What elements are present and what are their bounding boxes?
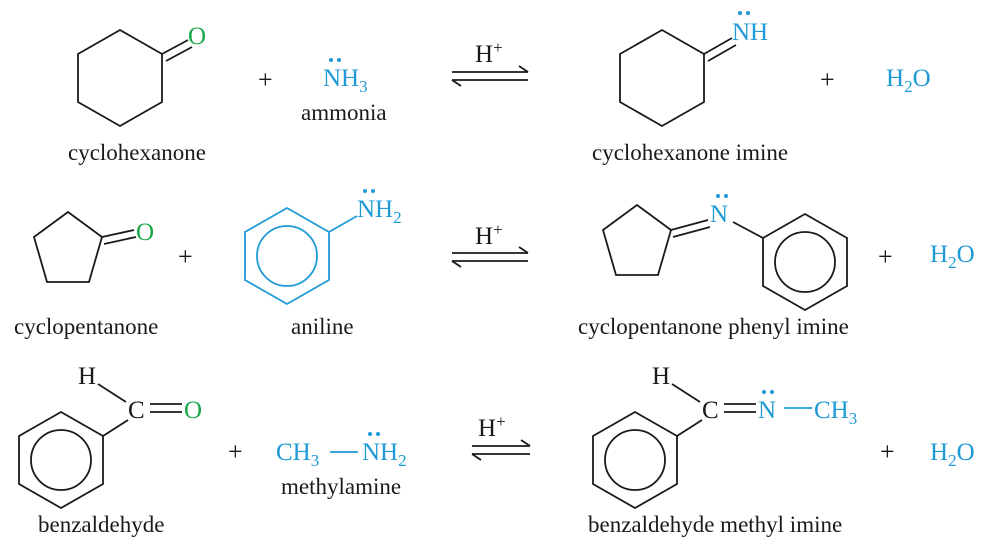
benzaldehyde-methyl-imine-label: benzaldehyde methyl imine <box>588 512 842 537</box>
aniline-structure: NH2 <box>244 189 402 306</box>
benzaldehyde-structure: H C O <box>18 363 202 510</box>
svg-text:NH2: NH2 <box>362 439 407 470</box>
methylamine-label: methylamine <box>281 474 401 499</box>
ammonia-label: ammonia <box>301 100 387 125</box>
cyclohexanone-label: cyclohexanone <box>68 140 206 165</box>
cyclopentanone-phenyl-imine-structure: N <box>601 194 848 312</box>
svg-text:H+: H+ <box>478 412 506 442</box>
oxygen-atom: O <box>184 397 202 424</box>
reaction-1: O cyclohexanone + NH3 ammonia H+ <box>68 11 931 165</box>
equilibrium-arrow: H+ <box>451 38 529 87</box>
svg-text:NH2: NH2 <box>357 196 402 227</box>
cyclohexanone-imine-structure: NH <box>619 11 768 128</box>
water-formula: H2O <box>886 65 931 96</box>
svg-text:H+: H+ <box>475 220 503 250</box>
benzaldehyde-methyl-imine-structure: H C N CH3 <box>592 363 857 510</box>
reaction-2: O cyclopentanone + NH2 aniline H+ <box>14 189 975 339</box>
oxygen-atom: O <box>188 23 206 50</box>
cyclopentanone-phenyl-imine-label: cyclopentanone phenyl imine <box>578 314 849 339</box>
benzaldehyde-label: benzaldehyde <box>38 512 164 537</box>
water-formula: H2O <box>930 439 975 470</box>
aniline-label: aniline <box>291 314 354 339</box>
svg-text:H+: H+ <box>475 38 503 68</box>
plus-sign: + <box>258 65 273 94</box>
reaction-3: H C O benzaldehyde + CH3 NH2 methylamine… <box>18 363 975 537</box>
svg-text:CH3: CH3 <box>276 439 319 470</box>
imine-n: N <box>758 397 776 424</box>
imine-nh: NH <box>732 19 768 46</box>
plus-sign: + <box>880 437 895 466</box>
cyclohexanone-imine-label: cyclohexanone imine <box>592 140 788 165</box>
plus-sign: + <box>820 65 835 94</box>
plus-sign: + <box>878 242 893 271</box>
svg-text:H: H <box>78 363 96 390</box>
plus-sign: + <box>228 437 243 466</box>
equilibrium-arrow: H+ <box>471 412 531 461</box>
ammonia-formula: NH3 <box>323 58 368 96</box>
imine-n: N <box>710 201 728 228</box>
svg-text:C: C <box>128 397 145 424</box>
methylamine-formula: CH3 NH2 <box>276 432 407 470</box>
svg-text:NH3: NH3 <box>323 65 368 96</box>
cyclopentanone-label: cyclopentanone <box>14 314 158 339</box>
svg-text:CH3: CH3 <box>814 397 857 428</box>
svg-text:H: H <box>652 363 670 390</box>
equilibrium-arrow: H+ <box>451 220 529 268</box>
oxygen-atom: O <box>136 219 154 246</box>
water-formula: H2O <box>930 241 975 272</box>
plus-sign: + <box>178 242 193 271</box>
svg-text:C: C <box>702 397 719 424</box>
cyclopentanone-structure: O <box>32 210 154 283</box>
cyclohexanone-structure: O <box>77 23 206 128</box>
